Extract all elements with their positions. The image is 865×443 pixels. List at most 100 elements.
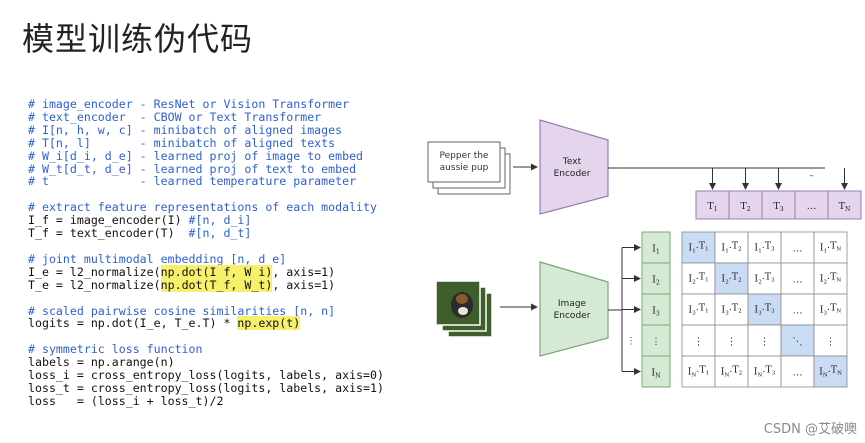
code-line: logits = np.dot(I_e, T_e.T) * np.exp(t) <box>28 316 384 331</box>
matrix-cell <box>714 355 749 388</box>
t-embedding-label: … <box>807 201 817 212</box>
matrix-cell-label: IN·T2 <box>721 365 742 379</box>
code-line: # scaled pairwise cosine similarities [n… <box>28 303 384 318</box>
i-embedding-label: ⋮ <box>651 337 661 348</box>
code-line: # extract feature representations of eac… <box>28 201 384 214</box>
highlighted-code: np.dot(T_f, W_t) <box>160 277 273 292</box>
code-comment: # text_encoder - CBOW or Text Transforme… <box>28 109 322 124</box>
image-encoder-label: Image <box>558 299 587 309</box>
code-comment: # W_t[d_t, d_e] - learned proj of text t… <box>28 161 357 176</box>
matrix-cell-label: I1·TN <box>820 241 842 255</box>
text-encoder-label: Encoder <box>554 169 591 179</box>
matrix-cell-label: I1·T1 <box>688 241 708 255</box>
text-encoder-block <box>539 119 609 215</box>
matrix-cell-label: IN·T3 <box>754 365 776 379</box>
highlighted-code: np.dot(I_f, W_i) <box>160 264 273 279</box>
matrix-cell <box>747 324 782 357</box>
t-embedding-label: TN <box>839 201 851 213</box>
matrix-cell-label: I1·T2 <box>721 241 741 255</box>
code-line: I_e = l2_normalize(np.dot(I_f, W_i), axi… <box>28 264 384 279</box>
matrix-cell <box>813 231 848 264</box>
matrix-cell-ellipsis: ⋮ <box>694 337 704 348</box>
i-embedding-label: I1 <box>652 244 660 256</box>
code-text: T_f = text_encoder(T) <box>28 226 189 241</box>
text-card-line: aussie pup <box>440 163 489 173</box>
page-title: 模型训练伪代码 <box>22 20 254 58</box>
highlighted-code: np.exp(t) <box>237 316 301 331</box>
code-comment: # extract feature representations of eac… <box>28 200 378 215</box>
dash-mark: – <box>809 171 814 181</box>
t-embedding-label: T3 <box>773 201 783 213</box>
code-line: # text_encoder - CBOW or Text Transforme… <box>28 109 384 124</box>
matrix-cell <box>747 355 782 388</box>
code-comment: # image_encoder - ResNet or Vision Trans… <box>28 97 350 111</box>
image-encoder-label: Encoder <box>554 311 591 321</box>
matrix-cell-label: I3·T1 <box>688 303 708 317</box>
matrix-cell-ellipsis: … <box>793 244 803 255</box>
code-line: # T[n, l] - minibatch of aligned texts <box>28 135 384 150</box>
t-embedding-box <box>761 190 796 220</box>
matrix-cell-ellipsis: ⋮ <box>760 337 770 348</box>
code-line: # W_t[d_t, d_e] - learned proj of text t… <box>28 161 384 176</box>
i-embedding-box <box>641 355 671 388</box>
dog-photo <box>458 307 468 315</box>
matrix-cell-label: I2·T2 <box>721 272 741 286</box>
matrix-cell-ellipsis: ⋱ <box>793 337 803 348</box>
dots-mark: ⋮ <box>627 337 636 347</box>
matrix-cell-label: I2·T1 <box>688 272 708 286</box>
t-embedding-box <box>695 190 730 220</box>
matrix-cell-label: I3·T2 <box>721 303 741 317</box>
code-line: T_f = text_encoder(T) #[n, d_t] <box>28 227 384 240</box>
code-text: I_e = l2_normalize( <box>28 264 161 279</box>
watermark: CSDN @艾破噢 <box>763 422 857 437</box>
matrix-cell <box>813 293 848 326</box>
code-comment: # W_i[d_i, d_e] - learned proj of image … <box>28 148 364 163</box>
i-embedding-label: I3 <box>652 306 660 318</box>
code-text: I_f = image_encoder(I) <box>28 213 189 228</box>
code-text: T_e = l2_normalize( <box>28 277 161 292</box>
code-comment: #[n, d_t] <box>188 226 252 241</box>
matrix-cell <box>714 293 749 326</box>
code-line: # image_encoder - ResNet or Vision Trans… <box>28 98 384 111</box>
code-text: loss = (loss_i + loss_t)/2 <box>28 393 224 408</box>
matrix-cell-ellipsis: … <box>793 368 803 379</box>
matrix-cell-ellipsis: … <box>793 306 803 317</box>
matrix-cell <box>780 231 815 264</box>
i-embedding-box <box>641 262 671 295</box>
i-embedding-box <box>641 231 671 264</box>
text-encoder-label: Text <box>562 157 582 167</box>
code-comment: # I[n, h, w, c] - minibatch of aligned i… <box>28 122 343 137</box>
code-line: # I[n, h, w, c] - minibatch of aligned i… <box>28 122 384 137</box>
code-text: loss_i = cross_entropy_loss(logits, labe… <box>28 368 384 383</box>
i-embedding-label: IN <box>651 368 661 380</box>
code-line: I_f = image_encoder(I) #[n, d_i] <box>28 214 384 227</box>
matrix-cell-ellipsis: ⋮ <box>727 337 737 348</box>
matrix-cell-label: I1·T3 <box>754 241 775 255</box>
matrix-cell <box>681 355 716 388</box>
text-card <box>427 141 501 183</box>
code-line: T_e = l2_normalize(np.dot(T_f, W_t), axi… <box>28 277 384 292</box>
code-text: , axis=1) <box>272 264 336 279</box>
i-embedding-box <box>641 293 671 326</box>
image-encoder-block <box>539 261 609 357</box>
i-embedding-label: I2 <box>652 275 660 287</box>
code-line: labels = np.arange(n) <box>28 356 384 369</box>
matrix-cell-label: IN·T1 <box>688 365 709 379</box>
matrix-cell-label: IN·TN <box>819 365 842 379</box>
matrix-cell <box>747 262 782 295</box>
t-embedding-label: T1 <box>707 201 717 213</box>
code-line: # symmetric loss function <box>28 343 384 356</box>
code-comment: # T[n, l] - minibatch of aligned texts <box>28 135 336 150</box>
matrix-cell-ellipsis: ⋮ <box>826 337 836 348</box>
code-line: # W_i[d_i, d_e] - learned proj of image … <box>28 148 384 163</box>
matrix-cell-ellipsis: … <box>793 275 803 286</box>
code-line: loss_t = cross_entropy_loss(logits, labe… <box>28 381 384 395</box>
code-comment: # t - learned temperature parameter <box>28 174 357 189</box>
code-comment: # joint multimodal embedding [n, d_e] <box>28 251 287 266</box>
code-line: # joint multimodal embedding [n, d_e] <box>28 251 384 266</box>
matrix-cell-label: I2·T3 <box>754 272 775 286</box>
code-text: logits = np.dot(I_e, T_e.T) * <box>28 316 238 331</box>
dog-photo <box>456 294 468 304</box>
code-comment: # scaled pairwise cosine similarities [n… <box>28 303 336 318</box>
